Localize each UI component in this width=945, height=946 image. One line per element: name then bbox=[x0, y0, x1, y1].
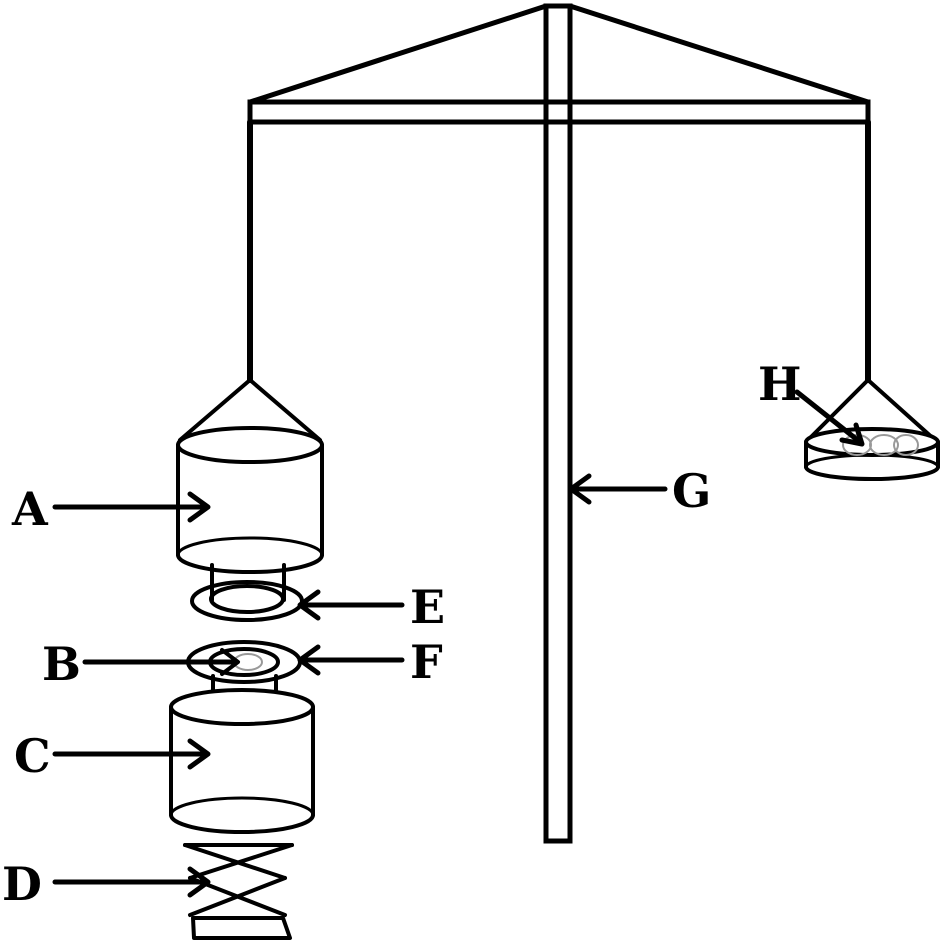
label-d: D bbox=[2, 857, 42, 911]
arrows bbox=[52, 389, 865, 898]
arrow-e bbox=[297, 589, 405, 621]
label-e: E bbox=[410, 580, 445, 634]
horizontal-beam bbox=[247, 99, 871, 125]
scissor-jack-d bbox=[183, 843, 294, 940]
support-cables bbox=[247, 3, 871, 105]
label-c: C bbox=[14, 729, 51, 783]
label-f: F bbox=[410, 635, 443, 689]
cylinder-c bbox=[169, 688, 315, 834]
arrow-a bbox=[52, 491, 211, 523]
label-g: G bbox=[672, 464, 711, 518]
label-h: H bbox=[758, 357, 801, 411]
arrow-f bbox=[297, 644, 405, 676]
label-b: B bbox=[42, 637, 81, 691]
hanging-strings bbox=[247, 119, 871, 383]
arrow-d bbox=[52, 866, 211, 898]
arrow-g bbox=[568, 473, 668, 505]
central-pole bbox=[543, 3, 573, 844]
label-a: A bbox=[11, 482, 49, 536]
dish-h bbox=[804, 378, 940, 481]
cylinder-a bbox=[176, 378, 324, 574]
arrow-b bbox=[82, 648, 240, 676]
arrow-c bbox=[52, 738, 211, 770]
arrow-h bbox=[794, 389, 865, 447]
labels: A B C D E F G H bbox=[2, 357, 801, 911]
